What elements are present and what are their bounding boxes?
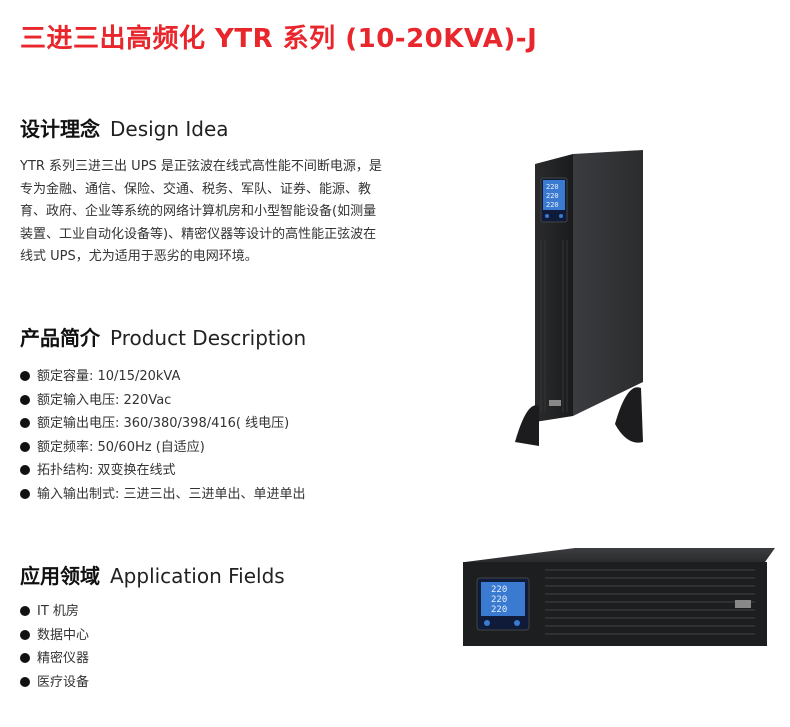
section-heading-zh: 应用领域	[20, 564, 100, 588]
page-title: 三进三出高频化 YTR 系列 (10-20KVA)-J	[20, 24, 538, 54]
brand-badge	[735, 600, 751, 608]
bullet-icon	[20, 441, 30, 452]
list-item: 额定容量: 10/15/20kVA	[20, 365, 306, 389]
list-item: 额定输出电压: 360/380/398/416( 线电压)	[20, 412, 306, 436]
tower-foot-right	[615, 387, 643, 443]
bullet-icon	[20, 418, 30, 428]
list-item: 额定输入电压: 220Vac	[20, 389, 306, 413]
brand-badge	[549, 400, 561, 406]
list-item: IT 机房	[20, 600, 89, 624]
bullet-icon	[20, 629, 30, 640]
list-item: 精密仪器	[20, 647, 89, 671]
section-heading-zh: 产品简介	[20, 326, 100, 350]
section-heading-product: 产品简介 Product Description	[20, 322, 306, 351]
rack-ups-image: 220 220 220	[463, 548, 775, 646]
design-paragraph: YTR 系列三进三出 UPS 是正弦波在线式高性能不间断电源，是专为金融、通信、…	[20, 159, 382, 264]
bullet-icon	[20, 606, 30, 616]
list-item: 数据中心	[20, 624, 89, 648]
list-item: 医疗设备	[20, 671, 89, 695]
list-item: 拓扑结构: 双变换在线式	[20, 459, 306, 483]
list-item: 输入输出制式: 三进三出、三进单出、单进单出	[20, 483, 306, 507]
lcd-readout: 220	[491, 585, 507, 595]
lcd-readout: 220	[546, 201, 559, 209]
lcd-readout: 220	[491, 605, 507, 615]
lcd-readout: 220	[546, 192, 559, 200]
bullet-icon	[20, 371, 30, 381]
tower-foot-left	[515, 405, 539, 446]
power-button-icon	[484, 620, 490, 626]
list-item: 额定频率: 50/60Hz (自适应)	[20, 436, 306, 460]
lcd-readout: 220	[491, 595, 507, 605]
section-heading-zh: 设计理念	[20, 117, 100, 141]
bullet-icon	[20, 488, 30, 499]
section-heading-en: Design Idea	[110, 117, 229, 141]
section-heading-application: 应用领域 Application Fields	[20, 560, 285, 589]
bullet-icon	[20, 465, 30, 475]
section-heading-en: Application Fields	[110, 564, 285, 588]
bullet-icon	[20, 676, 30, 687]
bullet-icon	[20, 653, 30, 663]
section-heading-design: 设计理念 Design Idea	[20, 113, 229, 142]
menu-button-icon	[514, 620, 520, 626]
product-spec-list: 额定容量: 10/15/20kVA 额定输入电压: 220Vac 额定输出电压:…	[20, 365, 306, 506]
menu-button-icon	[559, 214, 563, 218]
lcd-readout: 220	[546, 183, 559, 191]
bullet-icon	[20, 394, 30, 405]
section-heading-en: Product Description	[110, 326, 307, 350]
application-list: IT 机房 数据中心 精密仪器 医疗设备	[20, 600, 89, 694]
power-button-icon	[545, 214, 549, 218]
tower-ups-image: 220 220 220	[515, 150, 643, 446]
